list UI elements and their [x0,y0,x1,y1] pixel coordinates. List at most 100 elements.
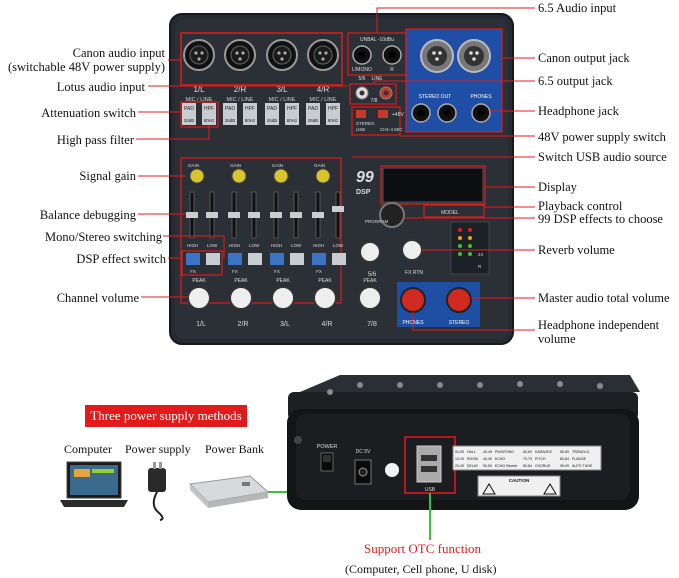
pad-hpf-row: PAD HPF PAD HPF PAD HPF PAD HPF 26dB 80H… [182,103,340,125]
svg-text:HIGH: HIGH [313,243,324,248]
svg-text:GAIN: GAIN [188,163,199,168]
svg-text:60-69: 60-69 [523,450,532,454]
svg-text:USB: USB [425,487,436,493]
svg-text:AUTO TUNE: AUTO TUNE [572,464,593,468]
svg-text:HPF: HPF [287,106,297,112]
svg-text:FX: FX [316,269,322,274]
svg-text:PEAK: PEAK [276,278,290,284]
svg-text:7/8: 7/8 [371,98,378,104]
mixer-illustration: 1/L 2/R 3/L 4/R MIC / LINE MIC / LINE MI… [136,7,535,345]
gain-knobs: GAIN GAIN GAIN GAIN [188,163,331,184]
label-reverb: Reverb volume [538,243,615,257]
svg-text:LOW: LOW [207,243,218,248]
label-signal-gain: Signal gain [79,169,136,183]
svg-text:TREMOLO: TREMOLO [572,450,590,454]
power-methods-banner: Three power supply methods [85,405,247,427]
svg-text:UNBAL -10dBu: UNBAL -10dBu [360,37,394,43]
svg-text:26dB: 26dB [267,118,278,123]
svg-text:STEREO: STEREO [449,320,470,326]
svg-text:26dB: 26dB [225,118,236,123]
svg-text:HIGH: HIGH [229,243,240,248]
svg-text:4/R: 4/R [322,321,333,328]
svg-text:50-59: 50-59 [483,464,492,468]
label-balance: Balance debugging [39,208,136,222]
svg-text:3/L: 3/L [280,321,290,328]
svg-text:LOW: LOW [291,243,302,248]
svg-text:DELAY: DELAY [467,464,479,468]
svg-text:40-49: 40-49 [483,457,492,461]
svg-text:GAIN: GAIN [230,163,241,168]
svg-text:MODEL: MODEL [441,210,459,216]
svg-text:FX RTN: FX RTN [405,270,423,276]
label-output-65: 6.5 output jack [538,74,613,88]
svg-text:26dB: 26dB [184,118,195,123]
label-high-pass: High pass filter [56,133,134,147]
svg-text:MIC / LINE: MIC / LINE [227,97,254,103]
label-power-supply: Power supply [125,442,191,456]
svg-text:PAD: PAD [225,106,235,112]
label-usb-source: Switch USB audio source [538,150,667,164]
label-48v: 48V power supply switch [538,130,666,144]
fx-buttons: FX FX FX FX [186,253,346,274]
svg-text:STEREO: STEREO [356,121,375,126]
svg-text:PEAK: PEAK [318,278,332,284]
svg-text:CH1-4 MIC: CH1-4 MIC [380,127,403,132]
label-dsp-switch: DSP effect switch [76,252,166,266]
svg-text:CAUTION: CAUTION [509,478,530,483]
xlr-inputs [183,39,339,71]
svg-text:CHORUS: CHORUS [535,464,551,468]
svg-text:ECHO Reverb: ECHO Reverb [495,464,517,468]
svg-text:HPF: HPF [328,106,338,112]
svg-text:MIC / LINE: MIC / LINE [186,97,213,103]
svg-text:R: R [478,264,482,269]
ch-label-3: 3/L [276,85,288,94]
svg-text:40-49: 40-49 [483,450,492,454]
label-display: Display [538,180,577,194]
svg-text:5/6: 5/6 [368,272,377,278]
otg-title: Support OTC function [364,541,481,556]
svg-text:7/8: 7/8 [367,321,377,328]
svg-text:HIGH: HIGH [271,243,282,248]
svg-text:FX: FX [274,269,280,274]
svg-text:HIGH: HIGH [187,243,198,248]
power-bank-icon [188,475,270,508]
svg-text:80Hz: 80Hz [245,118,256,123]
label-lotus-input: Lotus audio input [56,80,145,94]
svg-text:PINGPONG: PINGPONG [495,450,514,454]
svg-text:PAD: PAD [267,106,277,112]
label-power-bank: Power Bank [205,442,264,456]
svg-text:USB: USB [356,127,365,132]
svg-text:80-84: 80-84 [523,464,532,468]
svg-text:HPF: HPF [204,106,214,112]
label-master: Master audio total volume [538,291,670,305]
svg-text:80Hz: 80Hz [204,118,215,123]
svg-text:85-89: 85-89 [560,450,569,454]
svg-text:HALL: HALL [467,450,476,454]
label-attenuation: Attenuation switch [41,106,136,120]
label-audio-input-65: 6.5 Audio input [538,1,617,15]
laptop-icon [60,461,128,507]
svg-text:PITCH: PITCH [535,457,546,461]
ch-label-2: 2/R [234,85,247,94]
label-headphone-jack: Headphone jack [538,104,619,118]
svg-text:L/MONO: L/MONO [352,67,372,73]
svg-text:95-99: 95-99 [560,464,569,468]
svg-text:70-79: 70-79 [523,457,532,461]
label-computer: Computer [64,442,112,456]
svg-text:PEAK: PEAK [192,278,206,284]
svg-text:R: R [390,67,394,73]
label-canon-output: Canon output jack [538,51,630,65]
channel-level-knobs [187,286,382,310]
svg-text:1/L: 1/L [196,321,206,328]
otg-subtitle: (Computer, Cell phone, U disk) [345,562,497,576]
svg-text:HPF: HPF [245,106,255,112]
svg-text:ECHO: ECHO [495,457,505,461]
svg-text:PAD: PAD [308,106,318,112]
svg-text:24: 24 [478,252,484,257]
ch-label-1: 1/L [193,85,205,94]
svg-text:DSP: DSP [356,189,371,196]
svg-text:80-84: 80-84 [560,457,569,461]
svg-text:2/R: 2/R [238,321,249,328]
svg-text:FX: FX [232,269,238,274]
